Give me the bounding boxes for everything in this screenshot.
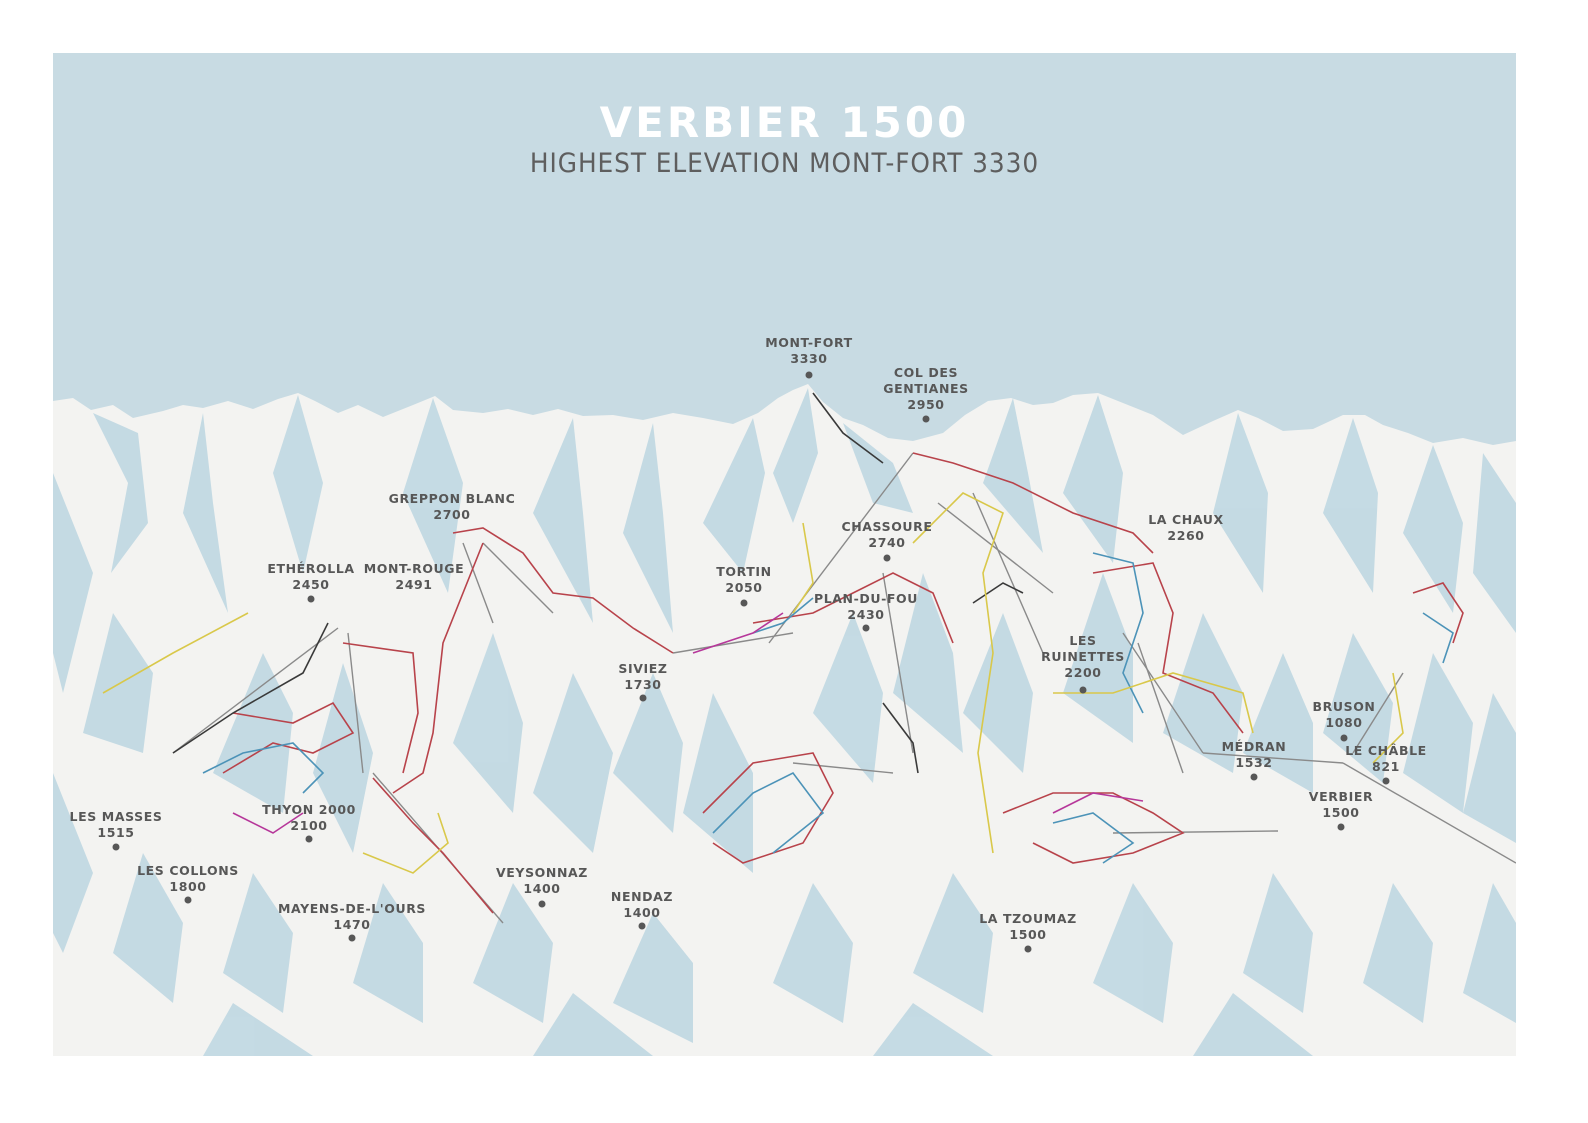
location-dot <box>805 371 813 379</box>
terrain-shading <box>53 388 1516 1056</box>
location-dot <box>1250 773 1258 781</box>
label-line: 1500 <box>1009 927 1047 942</box>
label-line: LE CHÂBLE <box>1345 743 1427 758</box>
map-title: VERBIER 1500 <box>599 98 970 147</box>
label-line: 2740 <box>868 535 906 550</box>
location-dot <box>639 694 647 702</box>
label-line: 1080 <box>1325 715 1363 730</box>
label-line: 1730 <box>624 677 662 692</box>
label-line: 1400 <box>523 881 561 896</box>
label-line: 2450 <box>292 577 330 592</box>
location-dot <box>184 896 192 904</box>
label-line: BRUSON <box>1312 699 1376 714</box>
location-dot <box>1340 734 1348 742</box>
label-line: 2430 <box>847 607 885 622</box>
label-line: SIVIEZ <box>618 661 668 676</box>
label-line: 1515 <box>97 825 135 840</box>
label-line: VERBIER <box>1308 789 1374 804</box>
label-line: MONT-FORT <box>765 335 853 350</box>
location-dot <box>1079 686 1087 694</box>
location-dot <box>112 843 120 851</box>
label-line: THYON 2000 <box>262 802 356 817</box>
label-line: 1400 <box>623 905 661 920</box>
label-line: LA TZOUMAZ <box>979 911 1077 926</box>
label-line: ETHÉROLLA <box>267 561 355 576</box>
label-line: CHASSOURE <box>841 519 933 534</box>
label-line: MÉDRAN <box>1221 739 1287 754</box>
label-line: GENTIANES <box>883 381 969 396</box>
label-line: VEYSONNAZ <box>496 865 588 880</box>
label-line: 2050 <box>725 580 763 595</box>
label-line: GREPPON BLANC <box>388 491 516 506</box>
location-dot <box>638 922 646 930</box>
location-dot <box>1024 945 1032 953</box>
label-line: 2491 <box>395 577 433 592</box>
map-subtitle: HIGHEST ELEVATION MONT-FORT 3330 <box>529 148 1040 179</box>
label-line: 1470 <box>333 917 371 932</box>
label-line: PLAN-DU-FOU <box>813 591 919 606</box>
label-line: MONT-ROUGE <box>363 561 465 576</box>
location-dot <box>538 900 546 908</box>
location-dot <box>740 599 748 607</box>
label-line: RUINETTES <box>1041 649 1125 664</box>
location-dot <box>1382 777 1390 785</box>
label-line: LES MASSES <box>69 809 163 824</box>
label-line: 3330 <box>790 351 828 366</box>
label-line: 1800 <box>169 879 207 894</box>
label-line: COL DES <box>893 365 959 380</box>
mountain-snow <box>53 384 1516 1056</box>
label-line: NENDAZ <box>610 889 674 904</box>
location-dot <box>862 624 870 632</box>
piste-network <box>102 392 1464 914</box>
label-line: 2700 <box>433 507 471 522</box>
label-line: 2100 <box>290 818 328 833</box>
label-line: TORTIN <box>716 564 772 579</box>
label-line: 821 <box>1372 759 1400 774</box>
location-dot <box>922 415 930 423</box>
label-line: 1500 <box>1322 805 1360 820</box>
terrain-illustration <box>53 53 1516 1056</box>
label-line: LES <box>1069 633 1097 648</box>
location-dot <box>348 934 356 942</box>
location-dot <box>307 595 315 603</box>
poster: VERBIER 1500 HIGHEST ELEVATION MONT-FORT… <box>53 53 1516 1056</box>
label-line: 2950 <box>907 397 945 412</box>
label-line: 1532 <box>1235 755 1273 770</box>
label-line: LA CHAUX <box>1148 512 1224 527</box>
location-dot <box>305 835 313 843</box>
label-line: 2260 <box>1167 528 1205 543</box>
location-dot <box>883 554 891 562</box>
label-line: 2200 <box>1064 665 1102 680</box>
label-line: LES COLLONS <box>137 863 239 878</box>
location-dot <box>1337 823 1345 831</box>
label-line: MAYENS-DE-L'OURS <box>277 901 427 916</box>
